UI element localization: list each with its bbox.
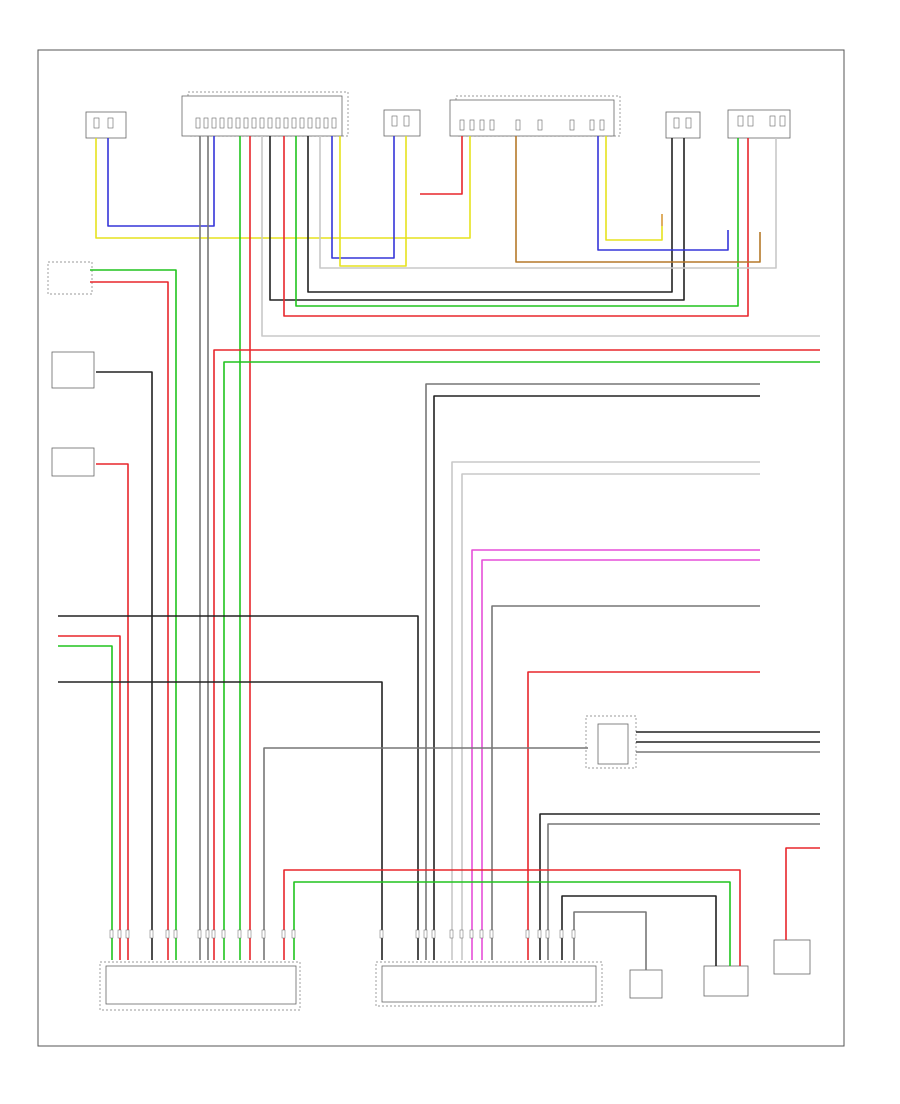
left-switch xyxy=(47,261,93,295)
right-module xyxy=(585,715,637,769)
wire-red-m1 xyxy=(58,635,121,960)
wire-red-long xyxy=(213,349,820,960)
wire-black-a xyxy=(269,136,685,301)
wire-green-left xyxy=(90,269,177,960)
top-left-sensor xyxy=(85,111,127,139)
top-left-ecu xyxy=(181,91,349,137)
wire-red-left xyxy=(90,281,169,960)
wire-lightgray-a xyxy=(261,136,820,337)
wire-yellow-2 xyxy=(339,136,407,267)
top-right-ecu xyxy=(665,111,701,139)
wire-gray-lr2 xyxy=(547,823,820,960)
wire-blue-2 xyxy=(331,136,395,259)
wire-black-r1 xyxy=(433,395,760,960)
wire-gray-bottom xyxy=(573,911,647,970)
bottom-sensor-2 xyxy=(703,965,749,997)
wire-black-lr1 xyxy=(539,813,820,960)
wire-pink-b xyxy=(481,559,760,960)
wire-black-m1 xyxy=(58,615,419,960)
wire-red-lr3 xyxy=(785,847,820,940)
wire-gray-r1 xyxy=(425,383,760,960)
wire-blue-3 xyxy=(597,136,729,251)
wire-black-bottom xyxy=(561,895,717,966)
left-sensor-1 xyxy=(51,351,95,389)
wire-green-bottom xyxy=(293,881,731,966)
bottom-sensor-1 xyxy=(629,969,663,999)
wire-red-c xyxy=(420,136,463,195)
wire-green-b xyxy=(295,136,739,307)
wire-yellow-3 xyxy=(605,136,663,241)
wire-blue-1 xyxy=(107,136,215,227)
wire-black-b xyxy=(307,136,673,293)
wire-red-bottom xyxy=(283,869,741,966)
bottom-right-sensor xyxy=(773,939,811,975)
wire-gray-mod xyxy=(263,747,588,960)
wire-gray-r4 xyxy=(491,605,760,960)
wire-red-r5 xyxy=(527,671,760,960)
bottom-ecu-pins xyxy=(109,929,576,939)
bottom-center-ecu xyxy=(375,961,603,1007)
bottom-left-ecu xyxy=(99,961,301,1011)
left-sensor-2 xyxy=(51,447,95,477)
wire-green-m1 xyxy=(58,645,113,960)
wire-black-m2 xyxy=(58,681,383,960)
wire-yellow-1 xyxy=(95,136,471,239)
diagram-frame xyxy=(37,49,845,1047)
wire-green-long xyxy=(223,361,820,960)
top-mid-sensor xyxy=(383,109,421,137)
wire-red-sensor2 xyxy=(96,463,129,960)
top-center-ecu xyxy=(449,95,621,137)
wire-brown-a xyxy=(515,136,761,263)
wire-lightgray-r3 xyxy=(461,473,760,960)
wire-black-sensor1 xyxy=(96,371,153,960)
wire-pink-a xyxy=(471,549,760,960)
wire-lightgray-r2 xyxy=(451,461,760,960)
wire-red-b xyxy=(283,136,749,317)
wire-lightgray-b xyxy=(319,136,777,269)
top-right-sensor xyxy=(727,109,791,139)
